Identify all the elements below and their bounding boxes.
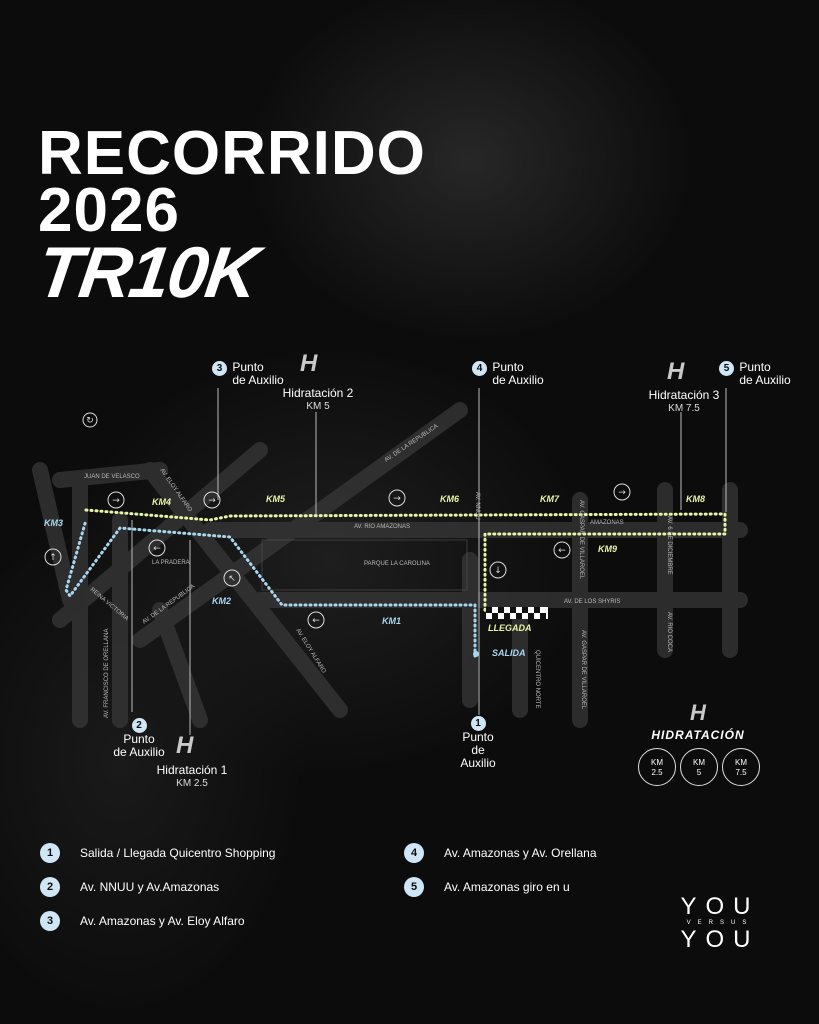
route-return [64, 518, 477, 658]
finish-label: LLEGADA [488, 623, 532, 633]
svg-text:↻: ↻ [86, 416, 94, 426]
km-markers: KM1 KM2 KM3 KM4 KM5 KM6 KM7 KM8 KM9 [44, 494, 705, 626]
svg-text:KM2: KM2 [212, 596, 231, 606]
svg-text:AV. FRANCISCO DE ORELLANA: AV. FRANCISCO DE ORELLANA [104, 629, 110, 718]
svg-text:KM9: KM9 [598, 544, 617, 554]
svg-text:PARQUE LA CAROLINA: PARQUE LA CAROLINA [364, 561, 430, 567]
svg-text:→: → [208, 496, 216, 506]
start-label: SALIDA [492, 648, 526, 658]
hydration-icon: H [667, 358, 685, 385]
aid-point-2: 2 Punto de Auxilio [113, 718, 165, 759]
aid-badge-2: 2 [131, 718, 147, 733]
aid-badge-1: 1 [470, 716, 486, 731]
svg-text:AV. NNUU: AV. NNUU [474, 492, 480, 520]
svg-text:KM7: KM7 [540, 494, 560, 504]
you-versus-you-logo: YOU VERSUS YOU [680, 893, 760, 953]
title-line-1: RECORRIDO [38, 119, 426, 188]
brand-logo: TR10K [32, 233, 262, 313]
finish-flag [486, 607, 548, 619]
svg-text:QUICENTRO NORTE: QUICENTRO NORTE [534, 650, 540, 709]
svg-text:KM1: KM1 [382, 616, 401, 626]
svg-text:JUAN DE VELASCO: JUAN DE VELASCO [84, 474, 140, 480]
svg-text:AMAZONAS: AMAZONAS [590, 520, 624, 526]
svg-text:AV. DE LOS SHYRIS: AV. DE LOS SHYRIS [564, 599, 620, 605]
svg-text:AV. GASPAR DE VILLAROEL: AV. GASPAR DE VILLAROEL [578, 500, 584, 580]
svg-text:↑: ↑ [49, 553, 57, 563]
aid-badge-3: 3 [212, 361, 227, 376]
svg-text:AV. 6 DE DICIEMBRE: AV. 6 DE DICIEMBRE [666, 516, 672, 575]
aid-badge-4: 4 [472, 361, 487, 376]
route-outbound [84, 508, 727, 614]
svg-text:→: → [618, 488, 626, 498]
hydration-key-title: HIDRATACIÓN [651, 728, 745, 742]
svg-text:AV. RIO AMAZONAS: AV. RIO AMAZONAS [354, 524, 410, 530]
hydration-icon: H [176, 732, 194, 759]
start-point [473, 651, 479, 657]
svg-text:KM6: KM6 [440, 494, 460, 504]
svg-text:AV. RIO COCA: AV. RIO COCA [666, 612, 672, 652]
svg-text:→: → [112, 496, 120, 506]
route-map: →→ →→ ←↖ ←← ↓↑ ↻ JUAN DE VELASCO AV. ELO… [32, 388, 748, 735]
svg-text:↖: ↖ [228, 574, 236, 584]
svg-text:KM3: KM3 [44, 518, 63, 528]
svg-text:←: ← [312, 616, 320, 626]
svg-text:KM8: KM8 [686, 494, 705, 504]
title-line-2: 2026 [38, 176, 180, 245]
hydration-icon: H [300, 350, 318, 377]
svg-text:↓: ↓ [494, 566, 502, 576]
aid-badge-5: 5 [719, 361, 734, 376]
street-grid [32, 402, 748, 728]
svg-text:KM5: KM5 [266, 494, 286, 504]
svg-text:LA PRADERA: LA PRADERA [152, 560, 190, 566]
aid-point-1: 1 Punto de Auxilio [460, 716, 496, 770]
svg-text:←: ← [153, 544, 161, 554]
direction-arrows [44, 412, 631, 629]
svg-text:AV. GASPAR DE VILLAROEL: AV. GASPAR DE VILLAROEL [580, 630, 586, 710]
hydration-icon: H [690, 700, 706, 725]
svg-text:←: ← [558, 546, 566, 556]
svg-text:→: → [393, 494, 401, 504]
svg-text:KM4: KM4 [152, 497, 171, 507]
svg-text:AV. DE LA REPUBLICA: AV. DE LA REPUBLICA [384, 423, 440, 463]
